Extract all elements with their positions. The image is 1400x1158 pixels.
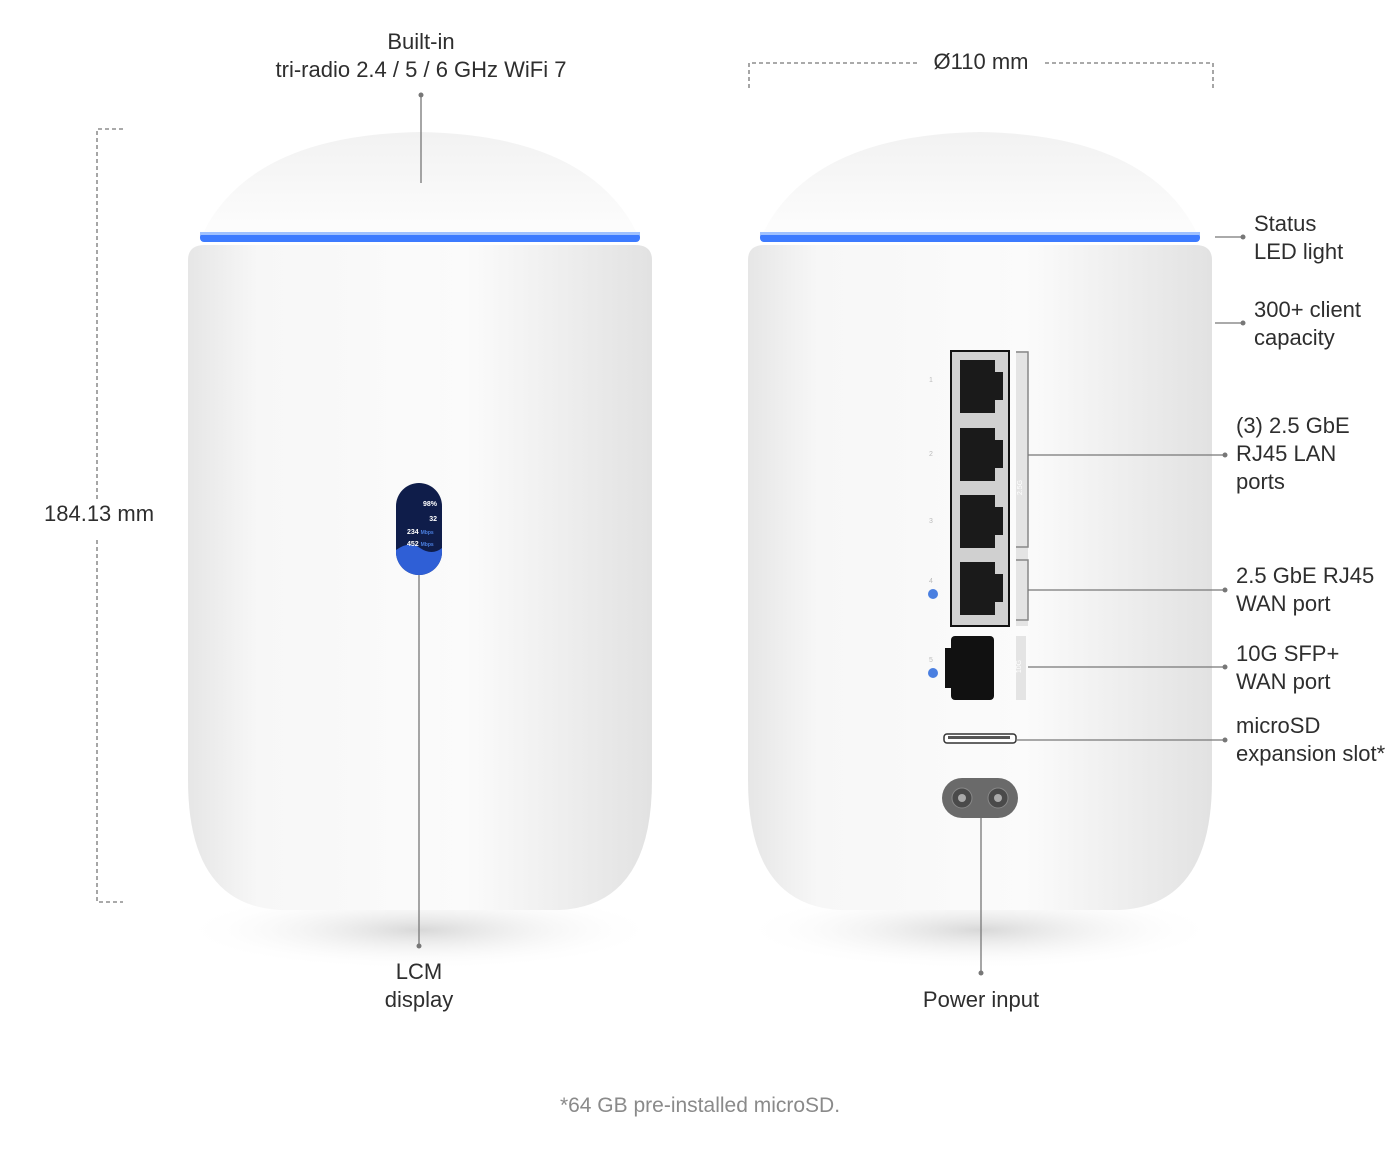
- port-number-2: 2: [929, 451, 933, 458]
- rj45-wan-port: [960, 562, 1003, 615]
- callout-text: WAN port: [1236, 591, 1331, 616]
- port-number-1: 1: [929, 377, 933, 384]
- device-back: [740, 132, 1220, 970]
- callout-microsd: microSD expansion slot*: [1236, 712, 1385, 768]
- device-body: [188, 245, 652, 910]
- callout-sfp-port: 10G SFP+ WAN port: [1236, 640, 1339, 696]
- callout-text: expansion slot*: [1236, 741, 1386, 766]
- callout-text: Built-in: [387, 29, 455, 54]
- lcm-unit: Mbps: [420, 530, 434, 536]
- port-number-5: 5: [929, 657, 933, 664]
- callout-wifi: Built-in tri-radio 2.4 / 5 / 6 GHz WiFi …: [276, 28, 567, 84]
- port-number-3: 3: [929, 518, 933, 525]
- callout-text: LCM: [395, 959, 443, 984]
- callout-power: Power input: [923, 986, 1039, 1014]
- callout-text: Status: [1254, 211, 1317, 236]
- callout-text: RJ45 LAN: [1236, 441, 1337, 466]
- status-led-ring: [200, 233, 640, 242]
- callout-text: display: [384, 987, 454, 1012]
- callout-wan-port: 2.5 GbE RJ45 WAN port: [1236, 562, 1374, 618]
- rj45-port-2: [960, 428, 1003, 481]
- globe-icon: [928, 668, 938, 678]
- group-label-2-5g: 2.5G: [1017, 479, 1025, 496]
- port-number-4: 4: [929, 578, 933, 585]
- callout-text: ports: [1236, 469, 1285, 494]
- height-dimension: 184.13 mm: [44, 501, 155, 526]
- callout-text: tri-radio 2.4 / 5 / 6 GHz WiFi 7: [275, 57, 567, 82]
- callout-text: LED light: [1254, 239, 1344, 264]
- rj45-port-1: [960, 360, 1003, 413]
- lcm-clients: 32: [429, 516, 437, 523]
- callout-lines: [418, 95, 1243, 973]
- callout-text: WAN port: [1236, 669, 1331, 694]
- sfp-port: [951, 636, 994, 700]
- lcm-signal: 98%: [422, 501, 437, 508]
- callout-text: 300+ client: [1254, 297, 1362, 322]
- width-dimension: Ø110 mm: [933, 49, 1029, 74]
- globe-icon: [928, 589, 938, 599]
- status-led-ring-back: [760, 233, 1200, 242]
- lcm-screen: [396, 483, 442, 575]
- dimension-lines: [96, 62, 1214, 903]
- lcm-unit: Mbps: [420, 542, 434, 548]
- footnote: *64 GB pre-installed microSD.: [559, 1094, 841, 1117]
- callout-lan-ports: (3) 2.5 GbE RJ45 LAN ports: [1236, 412, 1350, 496]
- callout-text: (3) 2.5 GbE: [1236, 413, 1350, 438]
- lcm-upload: 234: [407, 529, 419, 536]
- callout-text: microSD: [1236, 713, 1321, 738]
- callout-lcm: LCM display: [385, 958, 453, 1014]
- callout-text: capacity: [1254, 325, 1335, 350]
- callout-status-led: Status LED light: [1254, 210, 1343, 266]
- device-cap: [202, 132, 638, 235]
- callout-text: 2.5 GbE RJ45: [1236, 563, 1375, 588]
- callout-text: 10G SFP+: [1236, 641, 1340, 666]
- device-front: [180, 132, 660, 970]
- callout-clients: 300+ client capacity: [1254, 296, 1361, 352]
- lcm-readout: 98% 32 234 Mbps 452 Mbps: [398, 497, 440, 551]
- rj45-port-3: [960, 495, 1003, 548]
- callout-text: Power input: [922, 987, 1040, 1012]
- lcm-download: 452: [407, 541, 419, 548]
- group-label-10g: 10G: [1016, 659, 1024, 674]
